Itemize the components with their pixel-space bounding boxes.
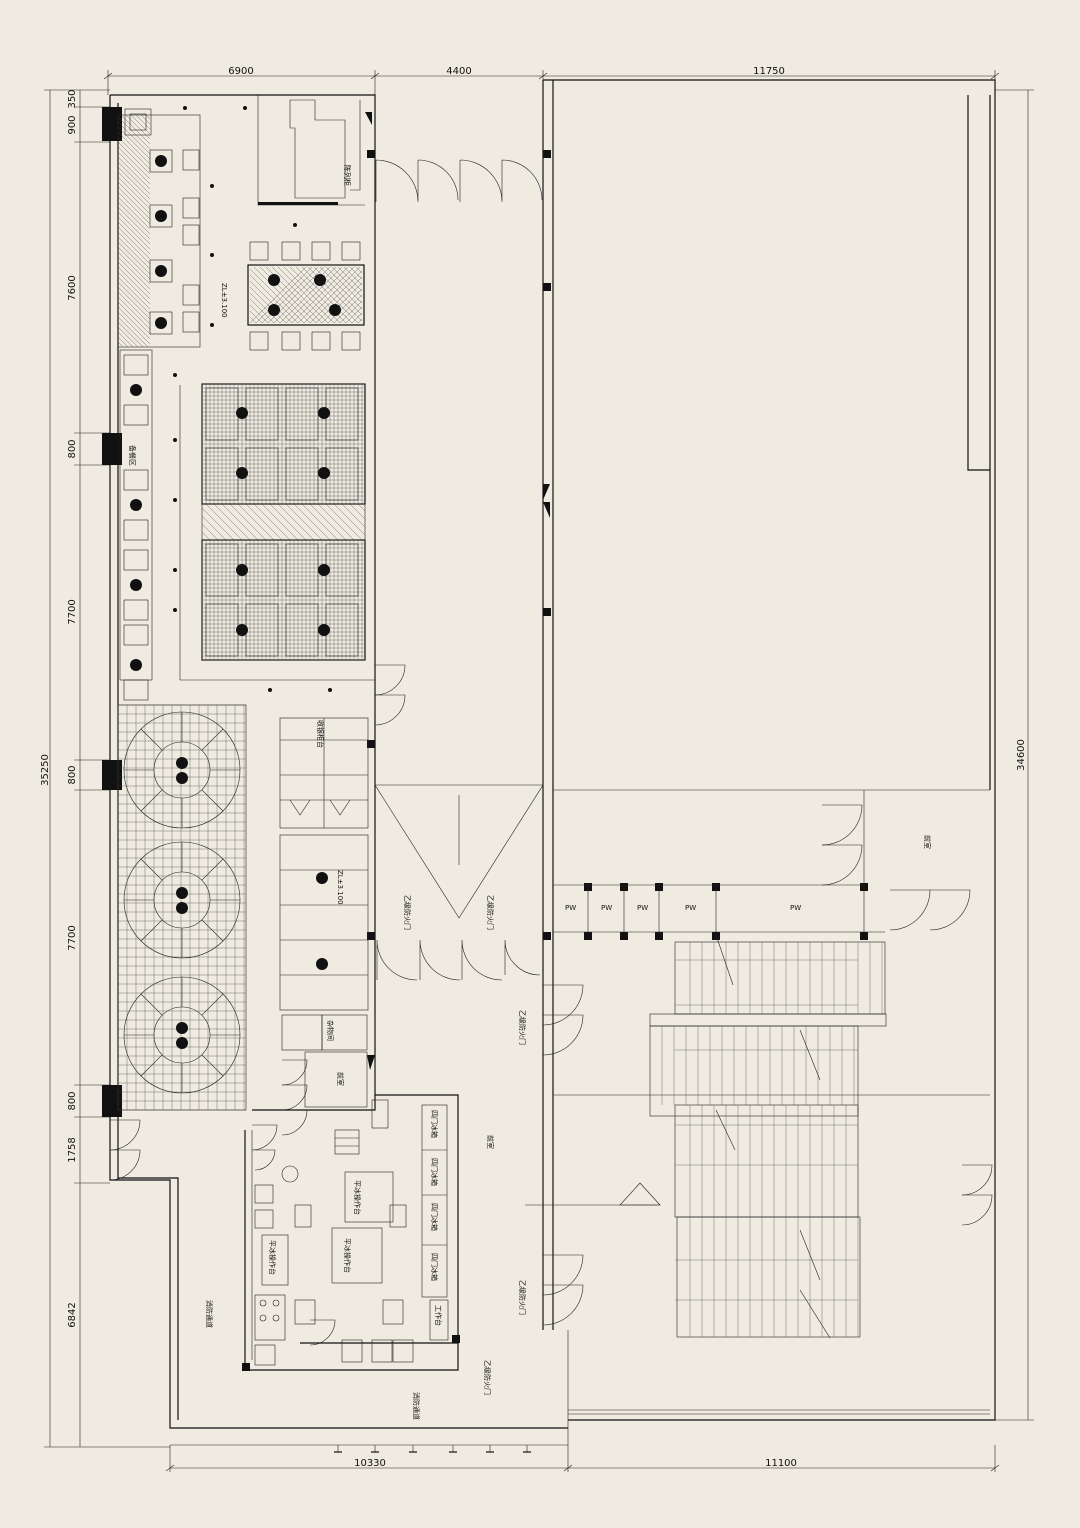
- dim-left-10: 6842: [67, 1302, 78, 1327]
- pw-label-3: PW: [637, 904, 648, 912]
- fire-door-label-5: 乙级防火门: [483, 1360, 492, 1395]
- door-swing: [961, 1194, 993, 1226]
- door-swing: [419, 939, 461, 981]
- bottom-markers: [334, 1445, 531, 1453]
- dim-top-1: 6900: [228, 66, 253, 77]
- table-dot: [176, 772, 188, 784]
- booth-area-top: [117, 114, 201, 348]
- worktable-label-1: 工作台: [434, 1305, 443, 1326]
- door-swing: [109, 1119, 141, 1151]
- entrance-block: 陈列柜: [124, 95, 372, 206]
- dim-left-2: 900: [67, 115, 78, 134]
- dim-left-1: 350: [67, 89, 78, 108]
- lobby-label: 前室: [923, 835, 932, 849]
- kitchen: 四门冰箱 四门冰箱 四门冰箱 四门冰箱 工作台 平冰操作台 平冰操作台 平冰操作…: [244, 1072, 459, 1371]
- door-swing: [309, 1319, 336, 1346]
- door-swing: [254, 1149, 276, 1171]
- round-table-area: [117, 704, 247, 1111]
- door-swing: [821, 804, 863, 846]
- door-swing: [542, 1284, 584, 1326]
- dim-bottom-2: 11100: [765, 1458, 797, 1469]
- door-swing: [542, 984, 584, 1026]
- table-dot: [176, 887, 188, 899]
- fridge-label-3: 四门冰箱: [430, 1203, 439, 1231]
- fire-corridors: 消防通道 消防通道: [205, 1300, 990, 1420]
- door-swing: [281, 1109, 308, 1136]
- door-swing: [376, 939, 418, 981]
- escalators: [649, 934, 887, 1339]
- dim-right-total: 34600: [1016, 739, 1027, 771]
- dim-bottom-1: 10330: [354, 1458, 386, 1469]
- service-label: 备餐区: [128, 445, 137, 466]
- dim-left-4: 800: [67, 439, 78, 458]
- table-dot: [176, 1037, 188, 1049]
- corridor-left-label: 消防通道: [205, 1300, 214, 1328]
- dim-left-8: 800: [67, 1091, 78, 1110]
- door-swing: [374, 664, 406, 696]
- fire-door-label-3: 乙级防火门: [518, 1010, 527, 1045]
- level-tag-1: ZL±3.100: [220, 283, 228, 318]
- pw-row: PW PW PW PW PW 前室: [553, 790, 932, 933]
- table-dot: [176, 902, 188, 914]
- door-swing: [889, 889, 931, 931]
- doors: [109, 159, 993, 1346]
- door-swing: [542, 1014, 584, 1056]
- dim-top-2: 4400: [446, 66, 471, 77]
- worktable-label-4: 平冰操作台: [268, 1240, 277, 1275]
- dim-left-6: 800: [67, 765, 78, 784]
- dimension-labels: 6900 4400 11750 10330 11100 350 900 7600…: [40, 66, 1027, 1469]
- dim-left-total: 35250: [40, 754, 51, 786]
- fire-door-label-1: 乙级防火门: [403, 895, 412, 930]
- door-swing: [375, 159, 419, 203]
- door-swing: [281, 1084, 308, 1111]
- storage-label-2: 前室: [336, 1072, 345, 1086]
- table-dot: [176, 1022, 188, 1034]
- door-swing: [542, 1254, 584, 1296]
- cabinet-label: 陈列柜: [343, 165, 352, 186]
- storage-label: 杂物间: [326, 1020, 335, 1041]
- pw-label-2: PW: [601, 904, 612, 912]
- central-table-top: ZL±3.100: [183, 106, 365, 351]
- dim-left-5: 7700: [67, 599, 78, 624]
- level-tag-2: ZL±3.100: [336, 870, 344, 905]
- door-swing: [929, 889, 971, 931]
- pw-label-4: PW: [685, 904, 696, 912]
- fire-door-label-2: 乙级防火门: [486, 895, 495, 930]
- pw-label-5: PW: [790, 904, 801, 912]
- worktable-label-3: 平冰操作台: [343, 1238, 352, 1273]
- dim-top-3: 11750: [753, 66, 785, 77]
- fridge-label-4: 四门冰箱: [430, 1253, 439, 1281]
- ramp-zone: 乙级防火门 乙级防火门 乙级防火门 乙级防火门 乙级防火门 前室: [374, 784, 661, 1395]
- dining-grid: [201, 383, 550, 661]
- door-swing: [374, 694, 406, 726]
- dimension-lines: [44, 70, 1034, 1472]
- service-strip: 收银柜台 ZL±3.100 杂物间: [279, 717, 375, 1108]
- cashier-label: 收银柜台: [316, 720, 325, 748]
- door-swing: [251, 1124, 278, 1151]
- hall-label: 前室: [486, 1135, 495, 1149]
- door-swing: [109, 1149, 141, 1181]
- door-swing: [459, 159, 503, 203]
- worktable-label-2: 平冰操作台: [353, 1180, 362, 1215]
- door-swing: [417, 159, 459, 201]
- door-swing: [461, 939, 503, 981]
- door-swing: [504, 939, 541, 976]
- door-swing: [961, 1164, 993, 1196]
- table-dot: [176, 757, 188, 769]
- door-swing: [281, 1059, 308, 1086]
- dim-left-9: 1758: [67, 1137, 78, 1162]
- door-swing: [501, 159, 543, 201]
- fridge-label-2: 四门冰箱: [430, 1158, 439, 1186]
- fire-door-label-4: 乙级防火门: [518, 1280, 527, 1315]
- building-outline: [109, 79, 996, 1446]
- booth-area-middle: 备餐区: [119, 349, 375, 701]
- pw-label-1: PW: [565, 904, 576, 912]
- fridge-label-1: 四门冰箱: [430, 1110, 439, 1138]
- dim-left-3: 7600: [67, 275, 78, 300]
- corridor-bottom-label: 消防通道: [412, 1392, 421, 1420]
- dim-left-7: 7700: [67, 925, 78, 950]
- door-swing: [821, 844, 863, 886]
